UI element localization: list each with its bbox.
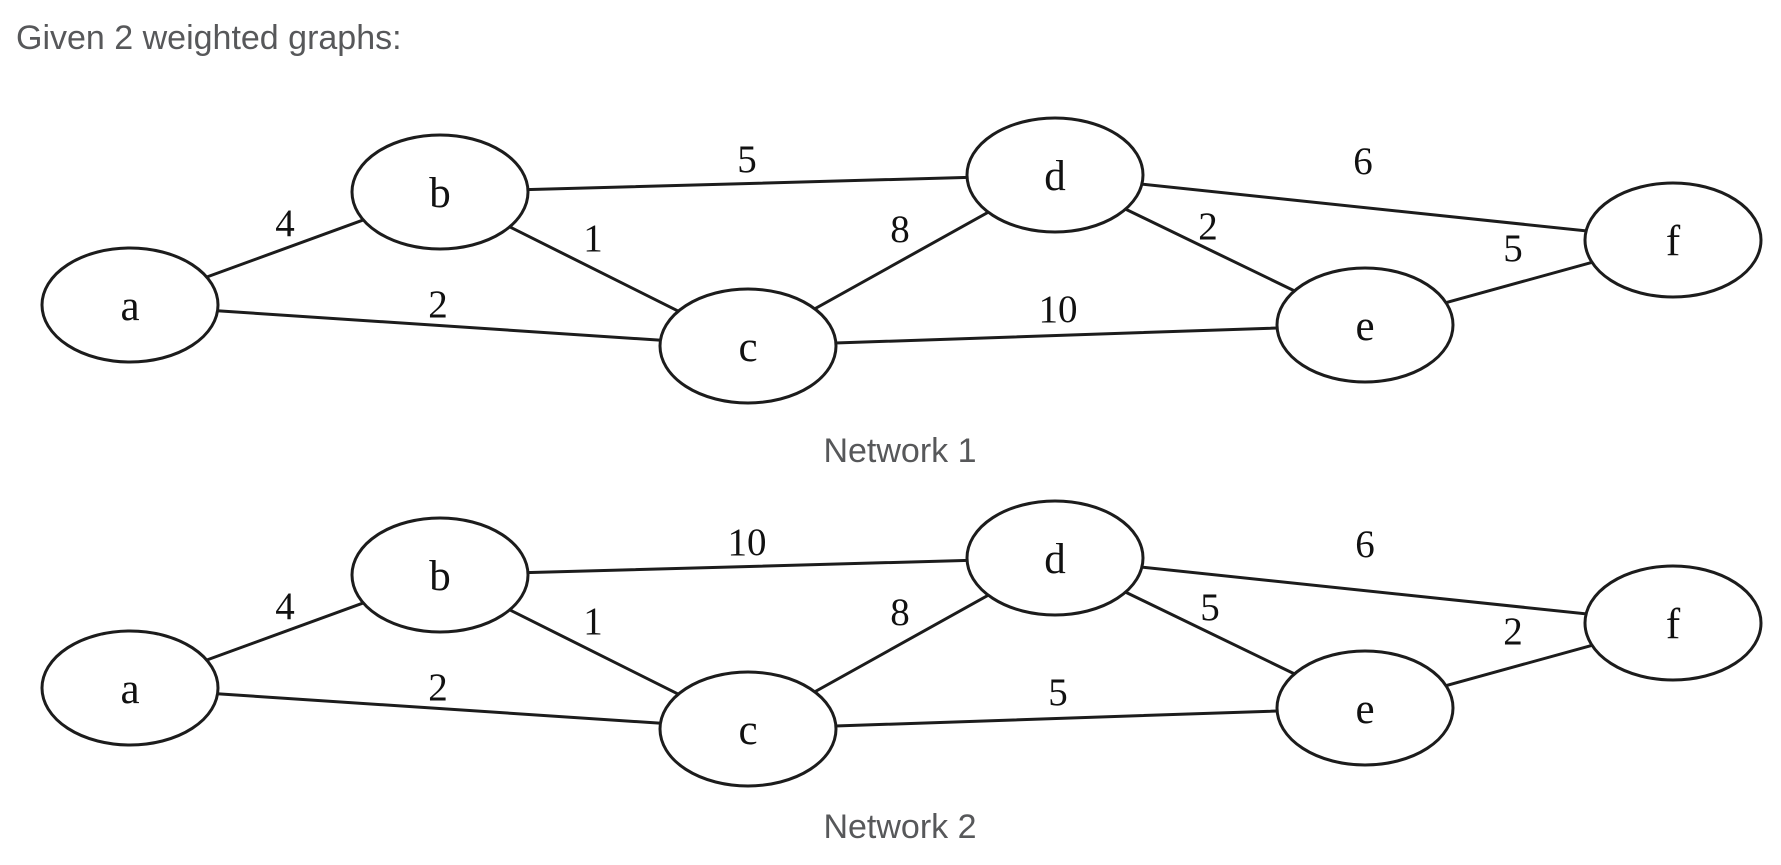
- node-label-e: e: [1355, 303, 1374, 350]
- node-a: [40, 629, 220, 747]
- edge-weight-e-f: 5: [1503, 227, 1523, 270]
- node-label-c: c: [738, 707, 757, 754]
- node-d: [965, 499, 1145, 617]
- edge-d-f: [1053, 173, 1675, 242]
- node-b: [350, 516, 530, 634]
- edge-c-e: [746, 323, 1367, 348]
- node-b: [350, 133, 530, 251]
- edge-a-c: [128, 303, 750, 348]
- edge-weight-a-c: 2: [428, 666, 448, 709]
- edge-weight-c-d: 8: [890, 591, 910, 634]
- edge-a-c: [128, 686, 750, 731]
- node-f: [1583, 564, 1763, 682]
- network-1-diagram: a b c d e f 4 2 1 5 8 10 2 6 5: [40, 116, 1763, 405]
- edge-weight-b-c: 1: [583, 600, 603, 643]
- node-label-f: f: [1666, 218, 1681, 265]
- node-label-f: f: [1666, 601, 1681, 648]
- edge-weight-c-d: 8: [890, 208, 910, 251]
- edge-weight-d-f: 6: [1353, 140, 1373, 183]
- edge-d-f: [1053, 556, 1675, 625]
- edge-weight-d-e: 5: [1200, 586, 1220, 629]
- edge-weight-a-b: 4: [275, 585, 295, 628]
- page-title: Given 2 weighted graphs:: [16, 19, 402, 57]
- node-label-e: e: [1355, 686, 1374, 733]
- edge-weight-b-c: 1: [583, 217, 603, 260]
- edge-weight-a-b: 4: [275, 202, 295, 245]
- node-e: [1275, 266, 1455, 384]
- edge-weight-c-e: 5: [1048, 671, 1068, 714]
- network-2-caption: Network 2: [823, 808, 976, 846]
- edge-weight-d-f: 6: [1355, 523, 1375, 566]
- node-e: [1275, 649, 1455, 767]
- node-label-d: d: [1044, 153, 1066, 200]
- node-c: [658, 670, 838, 788]
- node-f: [1583, 181, 1763, 299]
- edge-weight-d-e: 2: [1198, 205, 1218, 248]
- node-label-a: a: [120, 666, 139, 713]
- edge-b-d: [438, 173, 1057, 194]
- node-d: [965, 116, 1145, 234]
- edge-weight-e-f: 2: [1503, 610, 1523, 653]
- edge-weight-b-d: 5: [737, 138, 757, 181]
- node-label-b: b: [429, 170, 451, 217]
- node-label-b: b: [429, 553, 451, 600]
- network-2-diagram: a b c d e f 4 2 1 10 8 5 5 6 2: [40, 499, 1763, 788]
- node-label-a: a: [120, 283, 139, 330]
- node-label-c: c: [738, 324, 757, 371]
- node-a: [40, 246, 220, 364]
- node-label-d: d: [1044, 536, 1066, 583]
- edge-weight-a-c: 2: [428, 283, 448, 326]
- edge-b-d: [438, 556, 1057, 577]
- edge-weight-b-d: 10: [728, 521, 767, 564]
- edge-c-e: [746, 706, 1367, 731]
- network-1-caption: Network 1: [823, 432, 976, 470]
- node-c: [658, 287, 838, 405]
- edge-weight-c-e: 10: [1039, 288, 1078, 331]
